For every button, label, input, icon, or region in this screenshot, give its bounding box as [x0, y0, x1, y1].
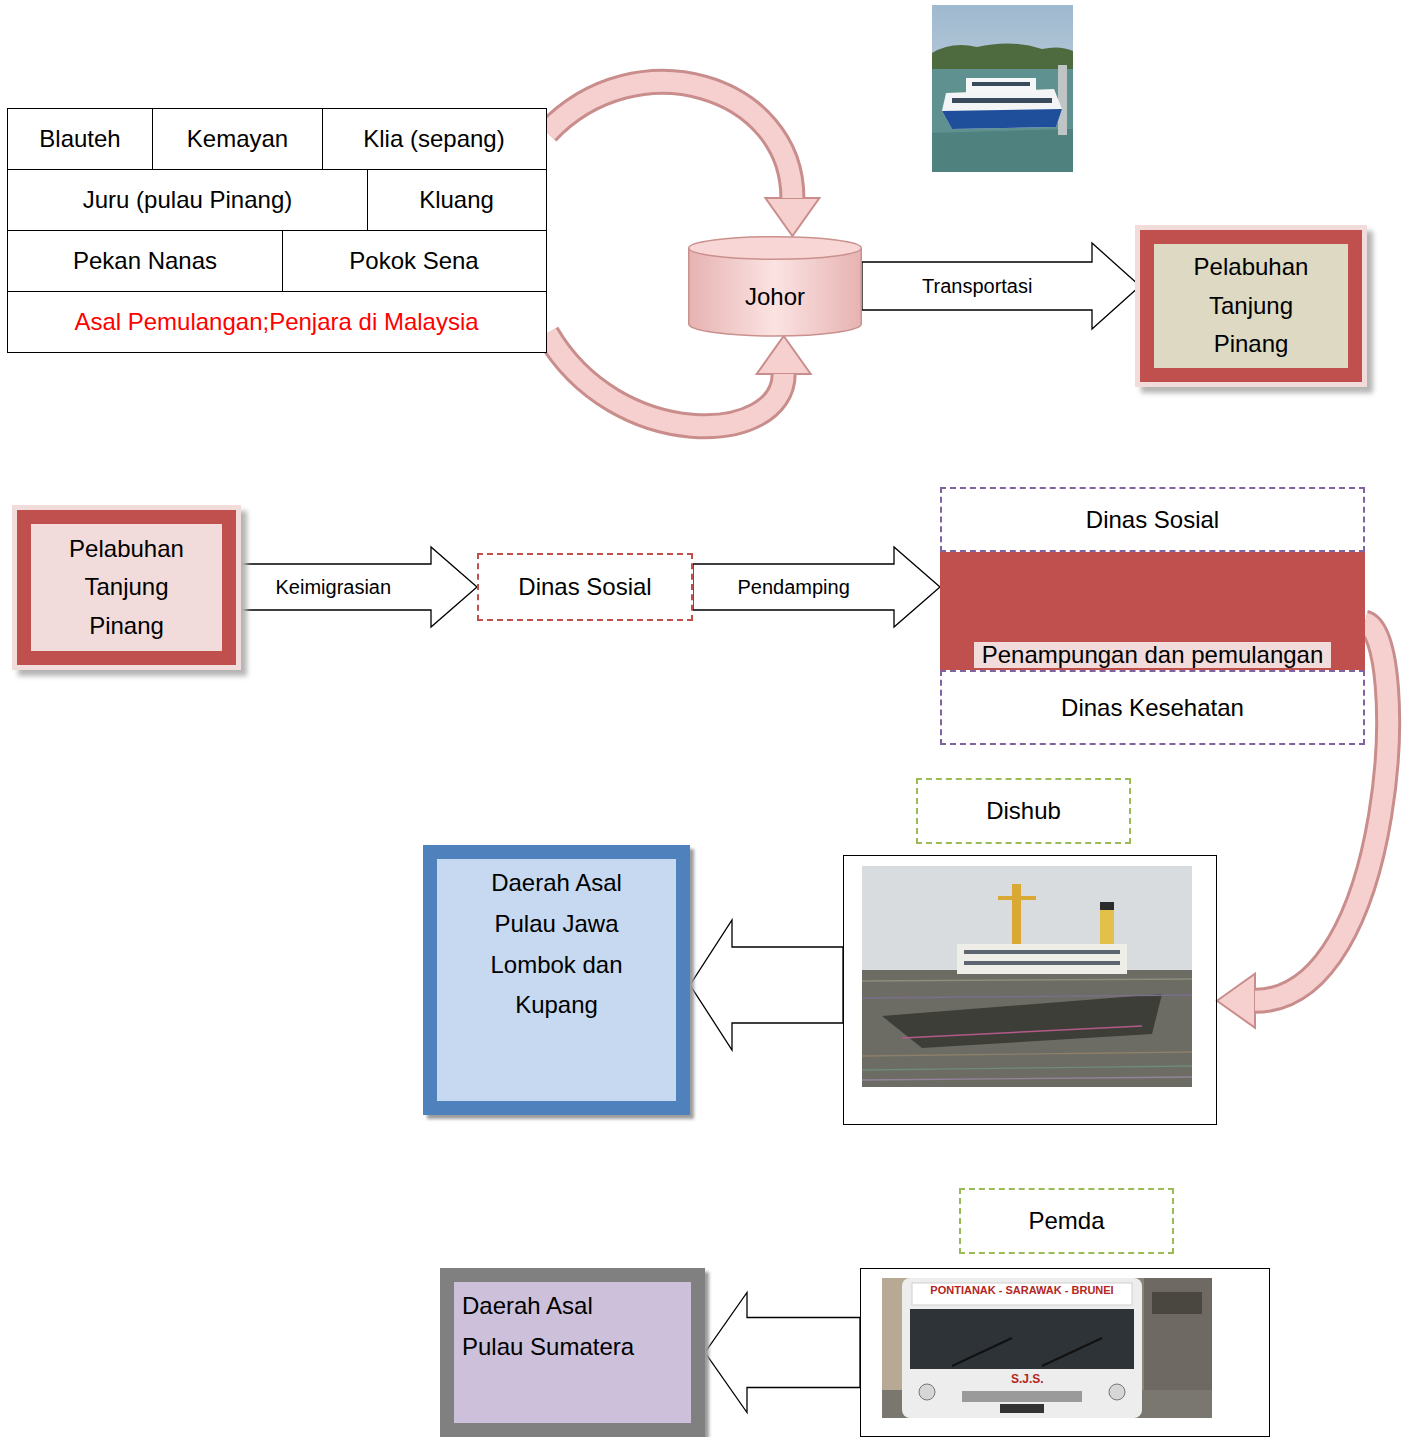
node-text: Pelabuhan Tanjung Pinang	[52, 530, 202, 645]
heading-text: Dishub	[986, 794, 1061, 828]
cell-text: Pokok Sena	[349, 244, 478, 278]
curve-outline	[547, 82, 792, 198]
table-cell: Pekan Nanas	[8, 231, 283, 291]
port-box: Pelabuhan Tanjung Pinang	[17, 510, 236, 665]
agency-box: Dinas Kesehatan	[940, 670, 1365, 745]
ferry-photo	[932, 5, 1073, 172]
bus-photo	[882, 1278, 1212, 1418]
curved-arrow	[547, 333, 811, 426]
shelter-box: Penampungan dan pemulangan	[940, 552, 1365, 670]
photo-text: PONTIANAK - SARAWAK - BRUNEI	[905, 1284, 1139, 1297]
cylinder-body	[689, 248, 862, 336]
curve-fill	[547, 82, 792, 198]
node-text: Penampungan dan pemulangan	[974, 642, 1332, 668]
curve-fill	[547, 333, 784, 426]
photo-text: S.J.S.	[1011, 1372, 1044, 1386]
table-cell: Pokok Sena	[283, 231, 545, 291]
table-row: Blauteh Kemayan Klia (sepang)	[8, 109, 546, 170]
cell-text: Klia (sepang)	[363, 122, 504, 156]
table-cell: Asal Pemulangan;Penjara di Malaysia	[8, 292, 545, 352]
hub-cylinder: Johor	[688, 236, 862, 336]
node-text: Pelabuhan Tanjung Pinang	[1176, 248, 1326, 363]
node-text: Daerah Asal Pulau Jawa Lombok dan Kupang	[472, 863, 642, 1026]
node-text: Dinas Sosial	[518, 570, 651, 604]
block-arrow	[705, 1293, 860, 1413]
table-row: Pekan Nanas Pokok Sena	[8, 231, 546, 292]
ship-photo	[862, 866, 1192, 1087]
cell-text: Kemayan	[187, 122, 288, 156]
table-cell: Kluang	[368, 170, 545, 230]
block-arrow	[236, 547, 477, 627]
cell-text: Blauteh	[39, 122, 120, 156]
edge-label: Transportasi	[918, 274, 1036, 298]
table-row: Juru (pulau Pinang) Kluang	[8, 170, 546, 231]
curve-outline	[547, 333, 784, 426]
table-cell: Klia (sepang)	[323, 109, 545, 169]
edge-label: Pendamping	[734, 575, 854, 599]
heading-box: Pemda	[959, 1188, 1174, 1254]
node-text: Dinas Sosial	[1086, 503, 1219, 537]
block-arrow	[690, 920, 843, 1050]
node-text: Daerah Asal Pulau Sumatera	[462, 1286, 647, 1368]
arrow-head	[765, 198, 819, 236]
agency-box: Dinas Sosial	[940, 487, 1365, 552]
table-cell: Blauteh	[8, 109, 153, 169]
ship-frame: Dishub	[843, 855, 1217, 1125]
bus-frame: PemdaPONTIANAK - SARAWAK - BRUNEIS.J.S.	[860, 1268, 1270, 1437]
origin-table: Blauteh Kemayan Klia (sepang) Juru (pulau P…	[7, 108, 547, 353]
agency-box: Dinas Sosial	[477, 553, 693, 621]
arrow-head	[757, 336, 811, 374]
block-arrow	[862, 243, 1140, 329]
table-row: Asal Pemulangan;Penjara di Malaysia	[8, 292, 546, 352]
port-box: Pelabuhan Tanjung Pinang	[1140, 230, 1362, 382]
destination-box: Daerah Asal Pulau Jawa Lombok dan Kupang	[423, 845, 690, 1115]
block-arrow	[693, 547, 940, 627]
arrow-head	[1217, 974, 1255, 1028]
cell-text: Juru (pulau Pinang)	[83, 183, 292, 217]
cell-text: Kluang	[419, 183, 494, 217]
destination-box: Daerah Asal Pulau Sumatera	[440, 1268, 705, 1437]
node-text: Dinas Kesehatan	[1061, 691, 1244, 725]
table-cell: Juru (pulau Pinang)	[8, 170, 368, 230]
cell-text: Asal Pemulangan;Penjara di Malaysia	[74, 305, 478, 339]
node-text: Johor	[745, 280, 805, 314]
edge-label: Keimigrasian	[272, 575, 396, 599]
heading-text: Pemda	[1028, 1204, 1104, 1238]
heading-box: Dishub	[916, 778, 1131, 844]
cell-text: Pekan Nanas	[73, 244, 217, 278]
curved-arrow	[547, 82, 819, 236]
table-cell: Kemayan	[153, 109, 323, 169]
cylinder-top	[689, 237, 862, 260]
